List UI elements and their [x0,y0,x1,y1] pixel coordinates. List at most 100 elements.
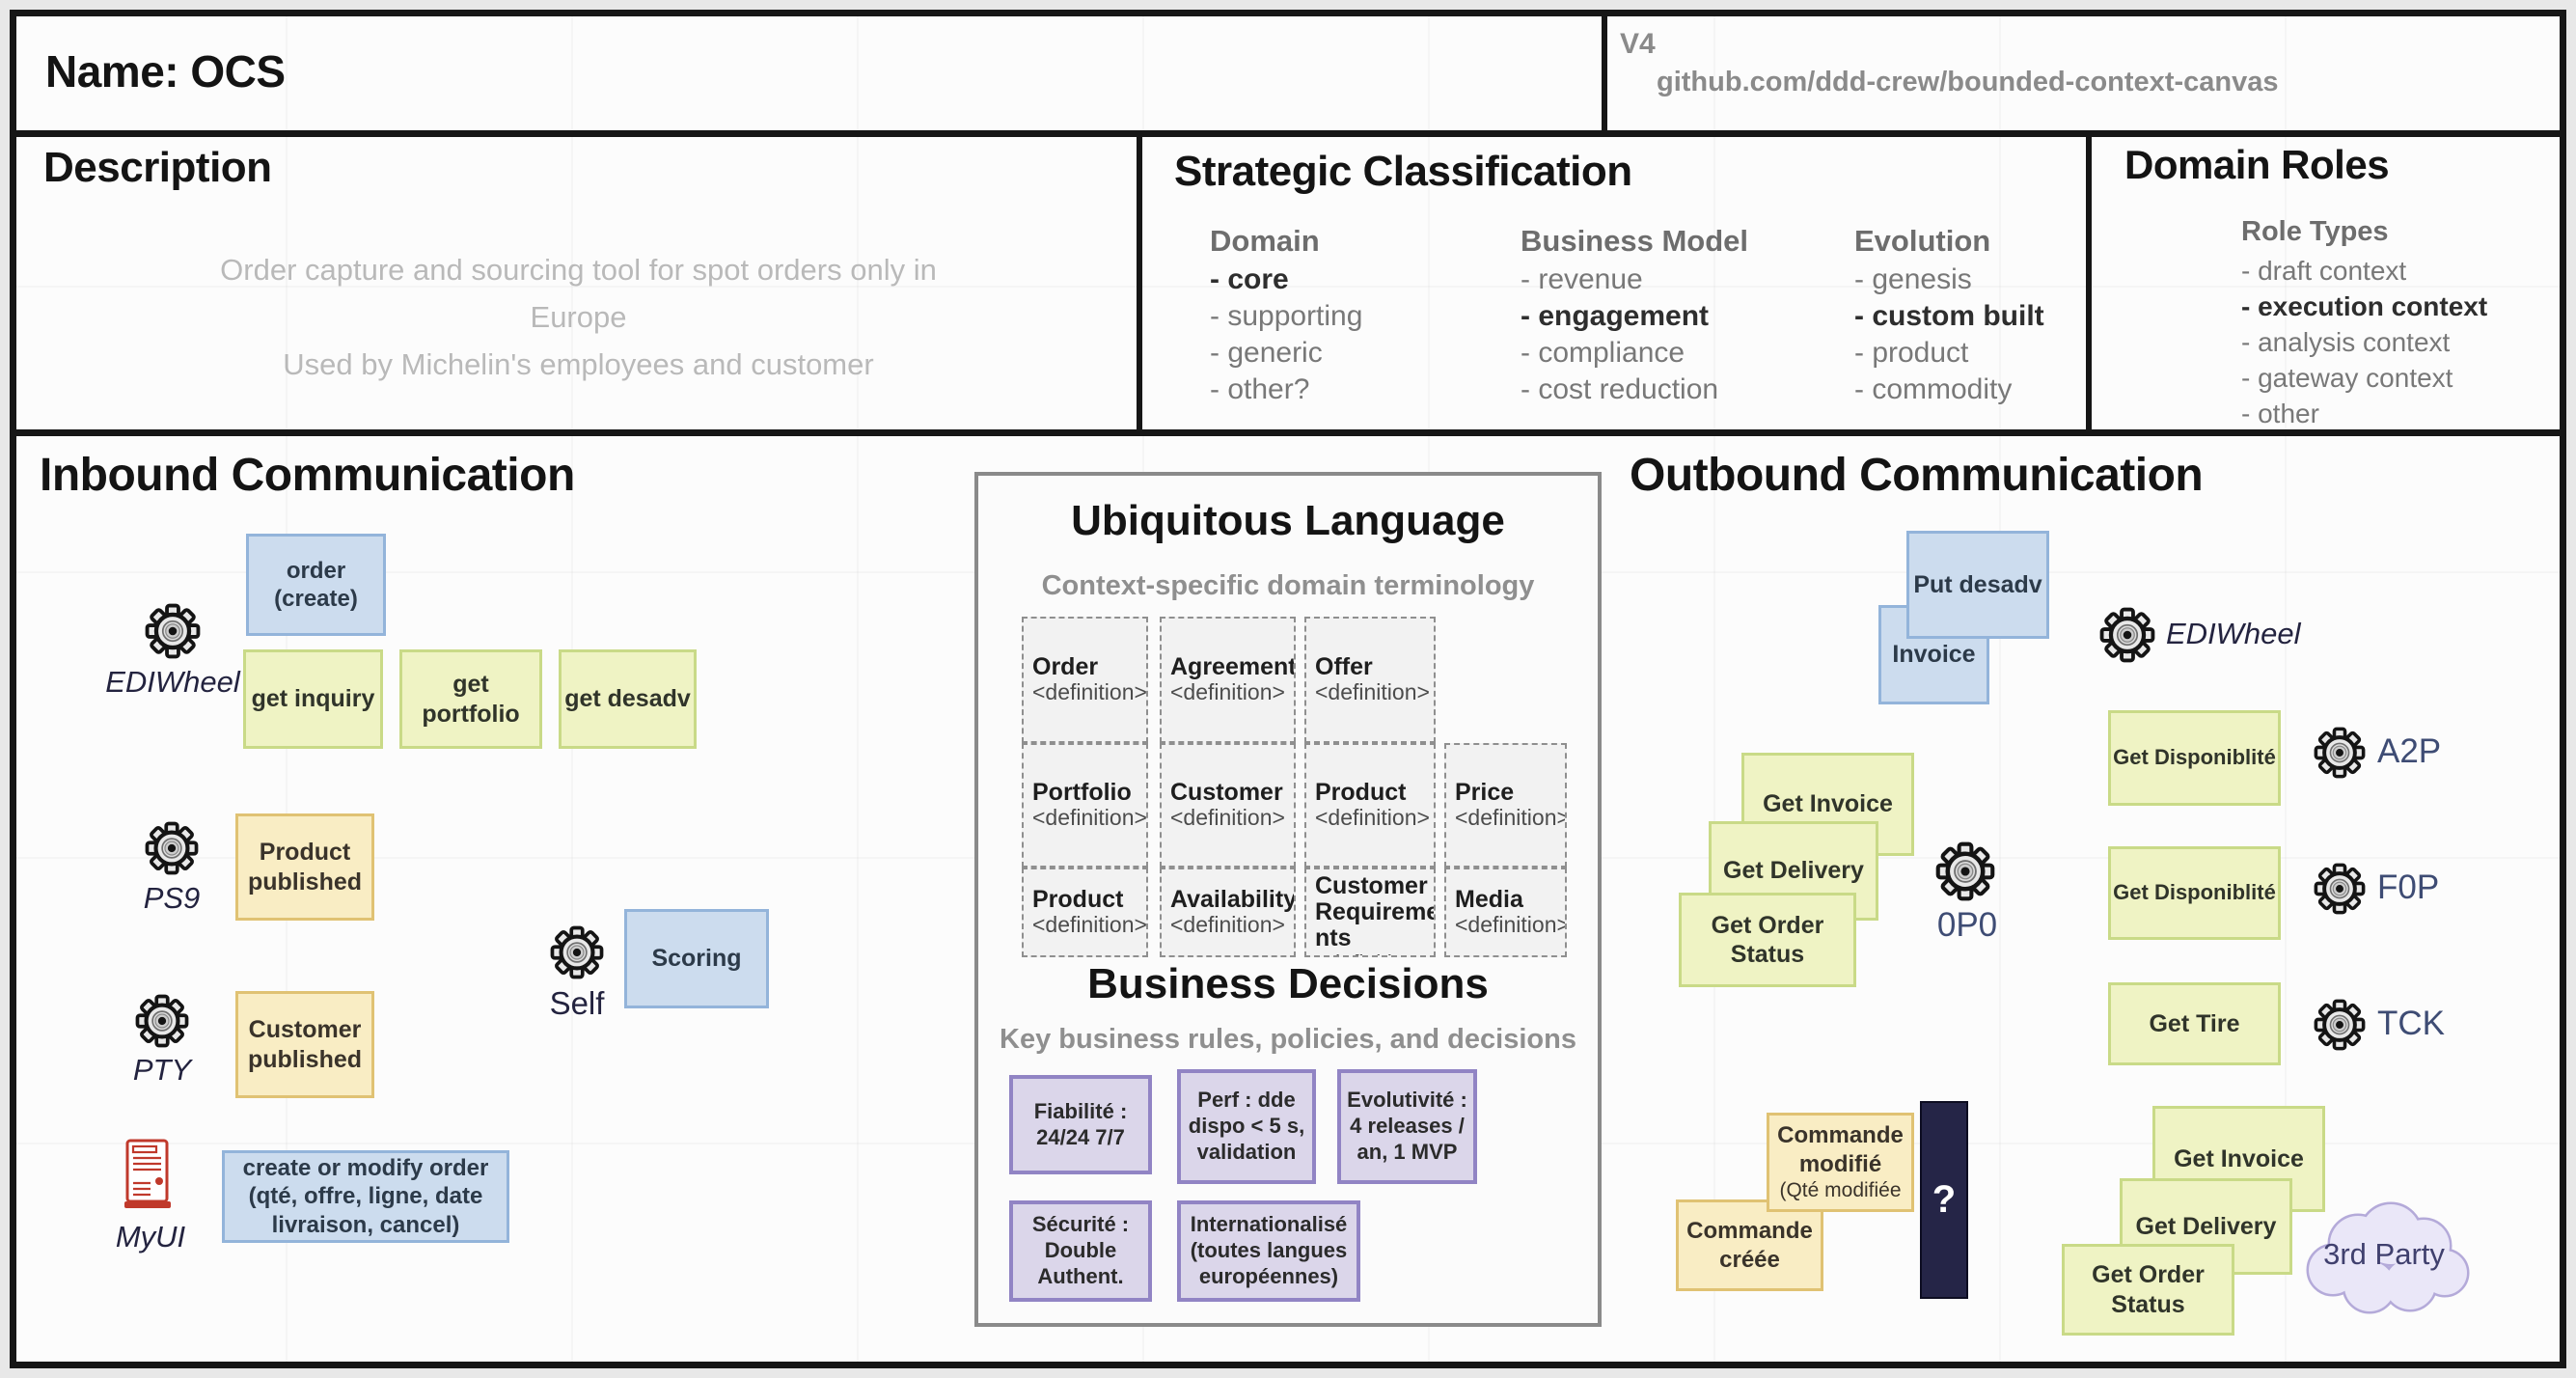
actor-label-tck: TCK [2377,1005,2445,1042]
sc-business-model-item: - revenue [1521,263,1643,295]
sticky-note-get-tire[interactable]: Get Tire [2108,982,2281,1065]
sticky-note-get-desadv[interactable]: get desadv [559,649,697,749]
commande-modifie-sub: (Qté modifiée [1779,1178,1902,1201]
actor-label-ediwheel-out: EDIWheel [2166,617,2301,650]
term-card-order[interactable]: Order <definition> [1022,617,1148,743]
ubiquitous-language-title: Ubiquitous Language [1071,497,1505,544]
term-name: Customer Requireme nts [1315,872,1436,951]
sticky-note-get-inquiry[interactable]: get inquiry [243,649,383,749]
actor-label-0p0: 0P0 [1936,906,1998,944]
gear-icon[interactable] [135,994,189,1048]
sticky-note-commande-modifie[interactable]: Commande modifié (Qté modifiée [1767,1113,1914,1212]
description-line: Order capture and sourcing tool for spot… [220,253,937,287]
description-line: Used by Michelin's employees and custome… [283,347,874,381]
description-line: Europe [530,300,627,334]
sticky-note-get-order-status-3rd[interactable]: Get Order Status [2062,1244,2234,1336]
term-definition: <definition> [1315,951,1430,955]
bounded-context-canvas: Name: OCS V4 github.com/ddd-crew/bounded… [10,10,2566,1368]
gear-icon[interactable] [2314,727,2366,779]
sticky-note-scoring[interactable]: Scoring [624,909,769,1008]
canvas-name-title: Name: OCS [45,46,286,96]
term-card-product2[interactable]: Product <definition> [1022,868,1148,957]
sc-business-model-heading: Business Model [1521,224,1748,258]
term-definition: <definition> [1170,679,1285,705]
sc-domain-item: - supporting [1210,300,1363,332]
strategic-classification-title: Strategic Classification [1174,148,1632,195]
repo-link[interactable]: github.com/ddd-crew/bounded-context-canv… [1657,67,2279,97]
domain-roles-title: Domain Roles [2124,142,2390,187]
sticky-note-create-or-modify-order[interactable]: create or modify order (qté, offre, lign… [222,1150,509,1243]
term-card-agreement[interactable]: Agreement <definition> [1160,617,1296,743]
domain-role-item: - draft context [2241,256,2407,286]
sticky-note-put-desadv[interactable]: Put desadv [1906,531,2049,639]
sticky-note-get-disponiblite-1[interactable]: Get Disponiblité [2108,710,2281,806]
actor-label-a2p: A2P [2377,732,2442,770]
divider-row2-horizontal [16,429,2560,436]
gear-icon[interactable] [2099,607,2155,663]
sticky-note-get-portfolio[interactable]: get portfolio [399,649,542,749]
sc-domain-item: - other? [1210,373,1310,405]
sticky-note-order-create[interactable]: order (create) [246,534,386,636]
description-text: Order capture and sourcing tool for spot… [55,246,1102,388]
divider-desc-sc-vertical [1137,137,1142,429]
term-name: Product [1315,779,1407,807]
term-card-price[interactable]: Price <definition> [1444,743,1567,868]
term-definition: <definition> [1170,805,1285,831]
sc-business-model-item: - engagement [1521,300,1710,332]
sc-domain-item: - generic [1210,337,1323,369]
sc-business-model-item: - cost reduction [1521,373,1719,405]
sc-evolution-heading: Evolution [1854,224,1991,258]
role-types-heading: Role Types [2241,216,2389,247]
gear-icon[interactable] [550,925,604,979]
sticky-note-customer-published[interactable]: Customer published [235,991,374,1098]
business-decisions-title: Business Decisions [1087,960,1489,1007]
term-card-availability[interactable]: Availability <definition> [1160,868,1296,957]
sticky-note-internationalise[interactable]: Internationalisé (toutes langues europée… [1177,1200,1360,1302]
sticky-note-get-disponiblite-2[interactable]: Get Disponiblité [2108,846,2281,940]
sc-evolution-item: - product [1854,337,1969,369]
term-definition: <definition> [1032,805,1147,831]
gear-icon[interactable] [145,821,199,875]
term-name: Order [1032,653,1099,681]
gear-icon[interactable] [1935,841,1995,901]
unknown-actor-box[interactable]: ? [1920,1101,1968,1299]
domain-role-item: - analysis context [2241,327,2451,357]
sc-business-model-item: - compliance [1521,337,1685,369]
sticky-note-evolutivite[interactable]: Evolutivité : 4 releases / an, 1 MVP [1337,1069,1477,1184]
sc-evolution-item: - genesis [1854,263,1972,295]
sticky-note-product-published[interactable]: Product published [235,813,374,921]
sticky-note-fiabilite[interactable]: Fiabilité : 24/24 7/7 [1009,1075,1152,1174]
term-definition: <definition> [1315,805,1430,831]
sc-domain-heading: Domain [1210,224,1320,258]
ubiquitous-language-panel: Ubiquitous Language Context-specific dom… [974,472,1602,1327]
third-party-label: 3rd Party [2323,1237,2445,1272]
term-card-offer[interactable]: Offer <definition> [1304,617,1436,743]
domain-role-item: - gateway context [2241,363,2453,393]
term-card-media[interactable]: Media <definition> [1444,868,1567,957]
sticky-note-commande-creee[interactable]: Commande créée [1676,1199,1823,1291]
actor-label-myui: MyUI [115,1220,186,1254]
sticky-note-get-order-status[interactable]: Get Order Status [1679,893,1856,987]
outbound-communication-title: Outbound Communication [1630,450,2204,501]
actor-label-self: Self [549,985,605,1021]
term-card-customer[interactable]: Customer <definition> [1160,743,1296,868]
third-party-cloud[interactable]: 3rd Party [2292,1188,2476,1318]
sticky-note-securite[interactable]: Sécurité : Double Authent. [1009,1200,1152,1302]
term-card-customer-requirements[interactable]: Customer Requireme nts <definition> [1304,868,1436,957]
term-name: Price [1455,779,1515,807]
term-definition: <definition> [1315,679,1430,705]
actor-label-ps9: PS9 [143,881,201,915]
sticky-note-perf[interactable]: Perf : dde dispo < 5 s, validation [1177,1069,1316,1184]
gear-icon[interactable] [145,603,201,659]
business-decisions-subtitle: Key business rules, policies, and decisi… [1000,1024,1576,1055]
term-definition: <definition> [1032,912,1147,938]
term-card-product[interactable]: Product <definition> [1304,743,1436,868]
gear-icon[interactable] [2314,863,2366,915]
sc-evolution-item: - commodity [1854,373,2013,405]
term-card-portfolio[interactable]: Portfolio <definition> [1022,743,1148,868]
commande-modifie-label: Commande modifié [1777,1122,1904,1177]
term-name: Offer [1315,653,1373,681]
gear-icon[interactable] [2314,999,2366,1051]
term-name: Product [1032,886,1124,914]
document-icon[interactable] [123,1139,176,1210]
